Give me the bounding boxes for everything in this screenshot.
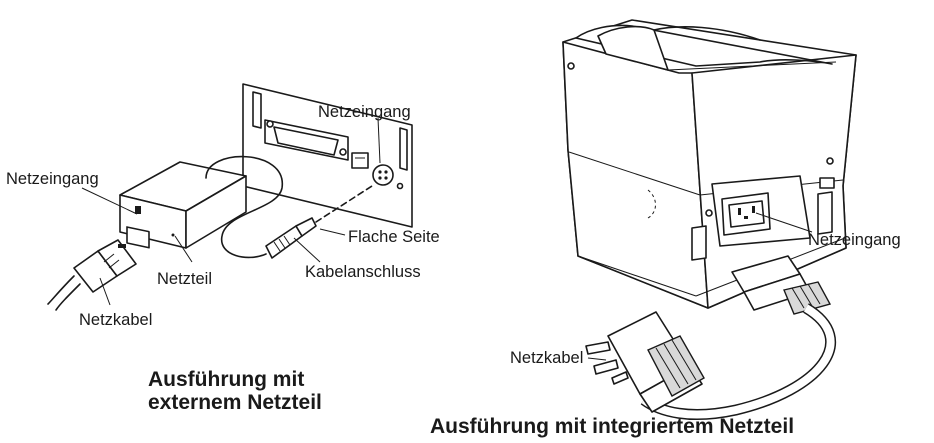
caption-integrated: Ausführung mit integriertem Netzteil	[430, 415, 795, 438]
label-power-input-adapter: Netzeingang	[6, 170, 99, 188]
ac-power-cable-right	[640, 303, 837, 421]
caption-external-line1: Ausführung mit	[148, 368, 305, 391]
leader-lines-left	[81, 117, 381, 306]
leader-lines-right	[587, 212, 813, 361]
caption-external-line2: externem Netzteil	[148, 391, 322, 414]
wall-plug	[585, 311, 705, 413]
label-power-adapter: Netzteil	[157, 270, 213, 288]
dc-plug-connector	[265, 185, 373, 259]
parallel-port	[264, 119, 349, 161]
iec-power-inlet	[705, 192, 771, 236]
label-power-input-right: Netzeingang	[808, 231, 901, 249]
ac-power-cable-left	[47, 239, 137, 311]
power-adapter	[119, 161, 247, 249]
label-power-cable-right: Netzkabel	[510, 349, 584, 367]
dc-power-socket	[372, 164, 404, 190]
label-cable-connector: Kabelanschluss	[305, 263, 421, 281]
label-power-cable-left: Netzkabel	[79, 311, 153, 329]
label-power-input-printer: Netzeingang	[318, 103, 411, 121]
dc-cable	[205, 155, 283, 259]
label-flat-side: Flache Seite	[348, 228, 440, 246]
iec-plug-connector	[731, 255, 832, 315]
modular-jack	[351, 152, 369, 169]
printer-cover	[575, 24, 837, 71]
